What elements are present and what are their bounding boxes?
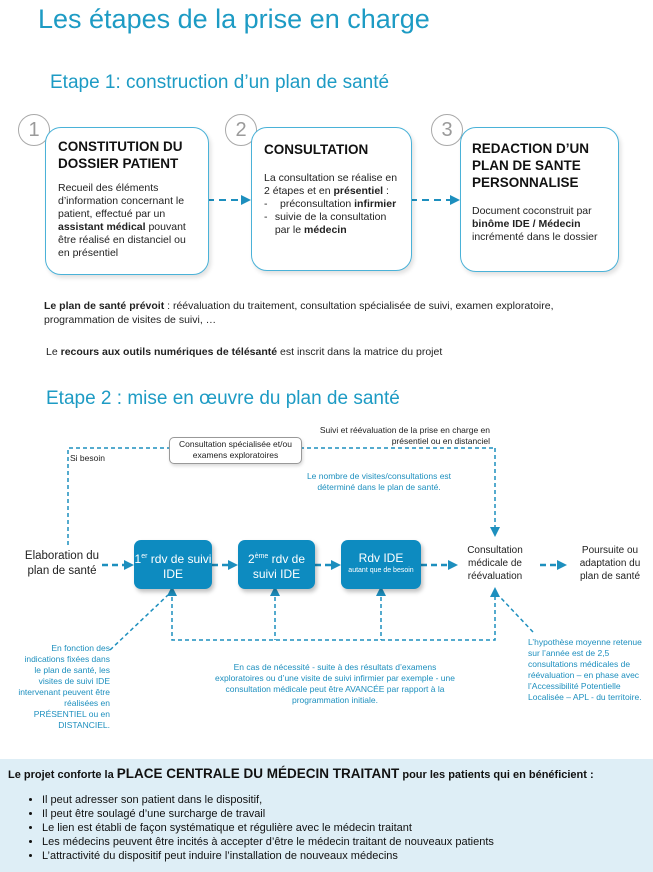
poursuite-label: Poursuite ou adaptation du plan de santé (579, 545, 641, 582)
list-item: L’attractivité du dispositif peut induir… (42, 849, 653, 863)
card-body: Document coconstruit par binôme IDE / Mé… (472, 205, 598, 243)
card-consultation: CONSULTATION La consultation se réalise … (251, 127, 412, 271)
consultation-medicale-label: Consultation médicale de réévaluation (467, 545, 523, 582)
recours-telesante: Le recours aux outils numériques de télé… (46, 346, 443, 358)
etape1-arrows (207, 195, 460, 205)
note-left: En fonction des indications fixées dans … (18, 643, 110, 730)
consult-specialisee-box: Consultation spécialisée et/ou examens e… (169, 437, 302, 464)
card-body: Recueil des éléments d’information conce… (58, 182, 186, 259)
rdv1-box: 1er rdv de suivi IDE (134, 540, 212, 589)
card-redaction-plan: REDACTION D’UN PLAN DE SANTE PERSONNALIS… (460, 127, 619, 272)
etape2-heading: Etape 2 : mise en œuvre du plan de santé (46, 388, 400, 409)
step-number-3: 3 (431, 114, 463, 146)
medecin-traitant-panel: Le projet conforte la PLACE CENTRALE DU … (0, 759, 653, 872)
list-item: Il peut adresser son patient dans le dis… (42, 793, 653, 807)
etape1-heading: Etape 1: construction d’un plan de santé (50, 72, 390, 93)
list-item: Les médecins peuvent être incités à acce… (42, 835, 653, 849)
flow-arrows (67, 438, 567, 651)
step-number-1: 1 (18, 114, 50, 146)
suivi-reevaluation-label: Suivi et réévaluation de la prise en cha… (319, 425, 490, 446)
list-item: Le lien est établi de façon systématique… (42, 821, 653, 835)
card-title: CONSTITUTION DU DOSSIER PATIENT (58, 139, 183, 171)
note-right: L’hypothèse moyenne retenue sur l’année … (528, 637, 642, 702)
card-body: La consultation se réalise en 2 étapes e… (264, 172, 398, 236)
rdv3-box: Rdv IDE autant que de besoin (341, 540, 421, 589)
card-title: CONSULTATION (264, 142, 369, 157)
note-center: En cas de nécessité - suite à des résult… (214, 662, 455, 705)
si-besoin-label: Si besoin (70, 453, 105, 463)
card-title: REDACTION D’UN PLAN DE SANTE PERSONNALIS… (472, 141, 589, 190)
rdv2-box: 2ème rdv de suivi IDE (238, 540, 315, 589)
elaboration-label: Elaboration du plan de santé (24, 550, 100, 577)
card-constitution-dossier: CONSTITUTION DU DOSSIER PATIENT Recueil … (45, 127, 209, 275)
page-title: Les étapes de la prise en charge (38, 4, 430, 34)
plan-sante-prevoit: Le plan de santé prévoit : réévaluation … (44, 300, 554, 326)
benefits-list: Il peut adresser son patient dans le dis… (0, 793, 653, 863)
panel-intro: Le projet conforte la PLACE CENTRALE DU … (8, 766, 594, 781)
nombre-visites-note: Le nombre de visites/consultations est d… (306, 471, 452, 492)
list-item: Il peut être soulagé d’une surcharge de … (42, 807, 653, 821)
